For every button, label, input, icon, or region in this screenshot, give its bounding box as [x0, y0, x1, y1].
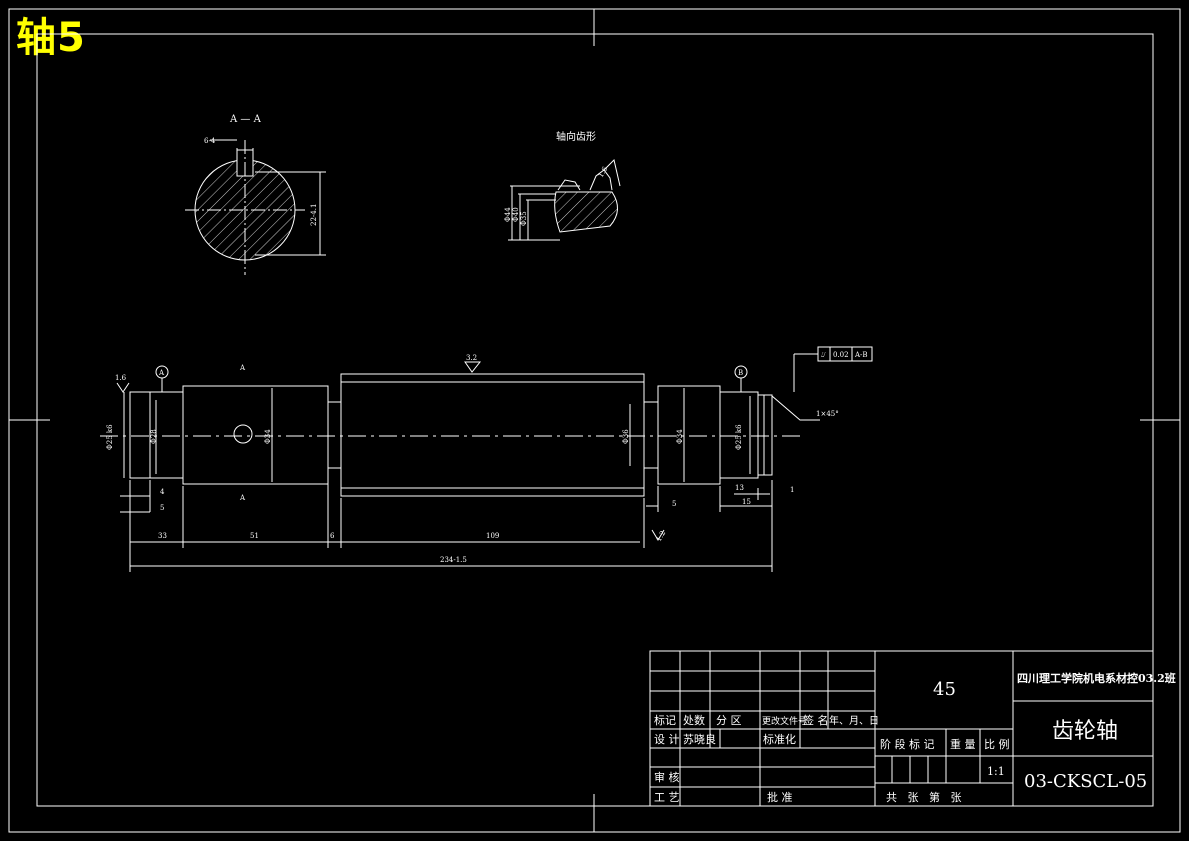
section-mark-bottom: A	[239, 494, 246, 502]
dia-left-1: Φ25 k6	[106, 424, 114, 450]
tooth-dim-35: Φ35	[520, 211, 528, 226]
dia-right-3: Φ25 k6	[735, 424, 743, 450]
roughness-right: 1.2	[655, 529, 667, 543]
tb-review-label: 审 核	[654, 770, 680, 784]
dia-right-2: Φ34	[676, 429, 684, 444]
tb-design-label: 设 计	[654, 733, 680, 746]
dia-left-3: Φ34	[264, 429, 272, 444]
section-view-a-a	[185, 139, 326, 275]
tb-header-0: 标记	[654, 713, 676, 727]
tb-part-name: 齿轮轴	[1052, 719, 1118, 744]
section-key-dim: 6-4	[204, 137, 216, 145]
roughness-top: 3.2	[466, 354, 477, 362]
tb-header-5: 年、月、日	[829, 714, 879, 727]
tb-designer: 苏晓良	[683, 732, 716, 746]
tb-drawing-number: 03-CKSCL-05	[1024, 771, 1147, 792]
tooth-dim-44: Φ44	[504, 207, 512, 222]
len-51: 51	[250, 532, 259, 540]
shaft-main-view	[100, 346, 873, 572]
tb-header-4: 签 名	[803, 713, 829, 727]
dia-left-2: Φ28	[150, 429, 158, 444]
title-block	[649, 650, 1154, 807]
tooth-dim-40: Φ40	[512, 207, 520, 222]
len-109: 109	[486, 532, 499, 540]
chamfer-label: 1×45°	[816, 410, 839, 418]
len-1: 1	[790, 486, 794, 494]
tb-material: 45	[933, 679, 956, 700]
len-13: 13	[735, 484, 744, 492]
datum-b: B	[738, 369, 743, 377]
drawing-border	[8, 8, 1181, 833]
tb-header-3: 更改文件号	[762, 715, 807, 727]
tb-sheets-text: 共 张 第 张	[886, 790, 961, 804]
tb-standardize-label: 标准化	[763, 732, 796, 746]
tb-header-2: 分 区	[716, 714, 742, 727]
len-33: 33	[158, 532, 167, 540]
tb-process-label: 工 艺	[654, 791, 680, 804]
tb-scale-label: 比 例	[984, 737, 1010, 751]
tooth-profile-view	[508, 159, 621, 241]
datum-a: A	[158, 369, 165, 377]
roughness-left: 1.6	[115, 374, 127, 382]
tb-stage-label: 阶 段 标 记	[880, 737, 935, 751]
len-5-left: 5	[160, 504, 164, 512]
len-4: 4	[160, 488, 165, 496]
len-6: 6	[330, 532, 335, 540]
len-15: 15	[742, 498, 751, 506]
len-5-right: 5	[672, 500, 676, 508]
tb-approve-label: 批 准	[767, 790, 793, 804]
tooth-profile-label: 轴向齿形	[556, 130, 596, 143]
tolerance-symbol: ⌰	[821, 351, 826, 359]
tolerance-value: 0.02	[833, 351, 849, 359]
total-length: 234-1.5	[440, 556, 467, 564]
tb-header-1: 处数	[683, 714, 705, 727]
tb-institution: 四川理工学院机电系材控03.2班	[1017, 671, 1176, 685]
dia-right-1: Φ36	[622, 429, 630, 444]
section-a-a-label: A — A	[229, 114, 262, 125]
sheet-title: 轴5	[16, 15, 86, 61]
tb-scale: 1:1	[987, 765, 1005, 778]
section-mark-top: A	[239, 364, 246, 372]
section-dia-dim: 22-4.1	[310, 204, 318, 226]
tb-weight-label: 重 量	[950, 737, 976, 751]
tolerance-datum: A-B	[854, 351, 868, 359]
